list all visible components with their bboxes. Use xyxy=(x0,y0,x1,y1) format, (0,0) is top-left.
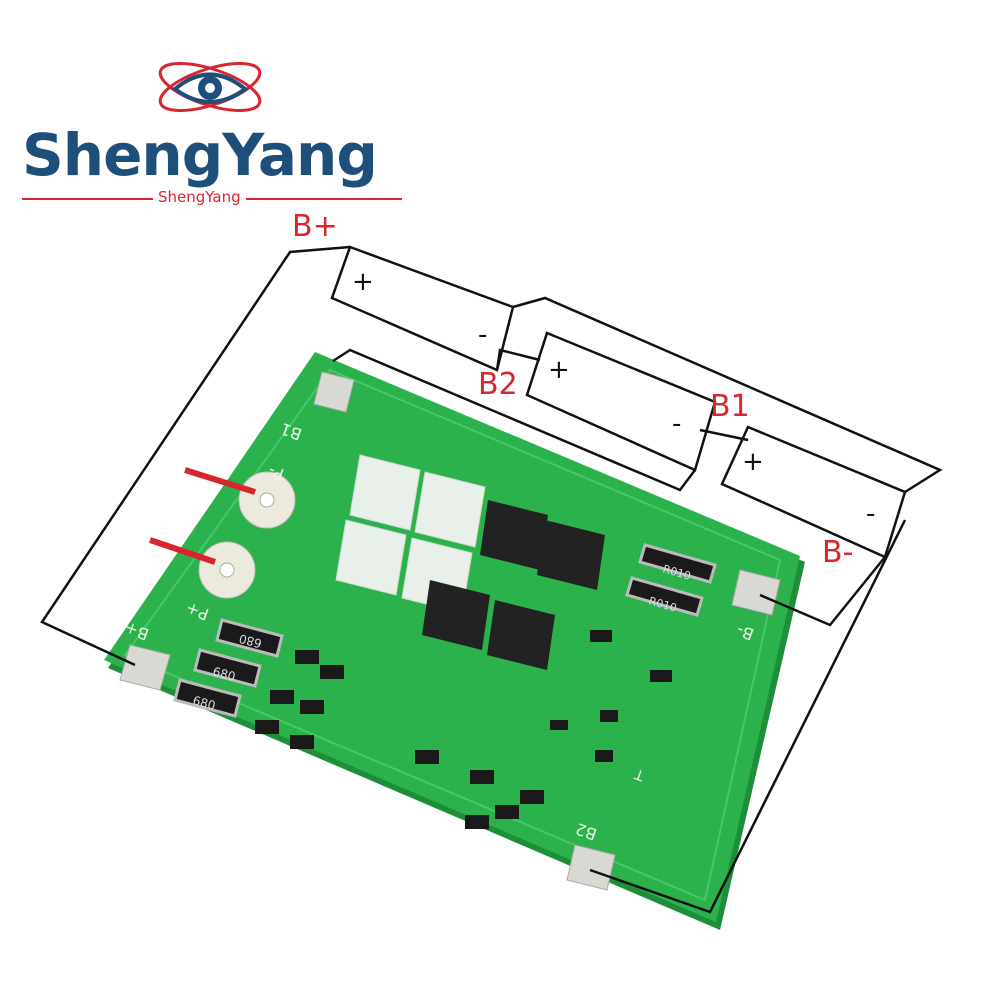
cell-3-plus: + xyxy=(742,447,764,477)
wires xyxy=(40,245,943,914)
pad-b2 xyxy=(566,844,616,891)
p-minus-indicator xyxy=(184,467,256,495)
label-b-plus: B+ xyxy=(292,209,338,244)
mosfet-chips xyxy=(422,500,605,670)
logo-wordmark: ShengYang xyxy=(22,121,378,189)
logo-subtitle: ShengYang xyxy=(153,190,246,205)
resistor-2-label: 680 xyxy=(211,664,237,683)
p-plus-indicator xyxy=(149,537,216,565)
battery-cell-top xyxy=(330,245,515,372)
small-components xyxy=(255,630,672,829)
cell-1-plus: + xyxy=(352,267,374,297)
cell-2-minus: - xyxy=(672,409,681,439)
cell-1-minus: - xyxy=(478,320,487,350)
resistor-1-label: 680 xyxy=(238,631,264,650)
pad-b-plus xyxy=(119,644,171,691)
pad-b1 xyxy=(313,371,355,413)
pcb-board: B1 P- P+ B+ B- B2 T 680 680 680 R010 R01… xyxy=(104,352,805,930)
thermal-pad xyxy=(335,454,486,614)
label-b2: B2 xyxy=(478,367,518,402)
silk-p-minus: P- xyxy=(266,461,287,484)
silk-b-minus: B- xyxy=(734,621,756,645)
shunt-resistors xyxy=(625,543,717,617)
eye-logo-icon xyxy=(158,62,262,112)
power-resistors xyxy=(173,618,284,718)
resistor-3-label: 680 xyxy=(191,693,217,712)
cell-3-minus: - xyxy=(866,499,875,529)
label-b1: B1 xyxy=(710,389,750,424)
pad-b-minus xyxy=(731,569,781,616)
cell-2-plus: + xyxy=(548,355,570,385)
battery-cell-middle xyxy=(525,331,717,472)
label-b-minus: B- xyxy=(822,535,854,570)
